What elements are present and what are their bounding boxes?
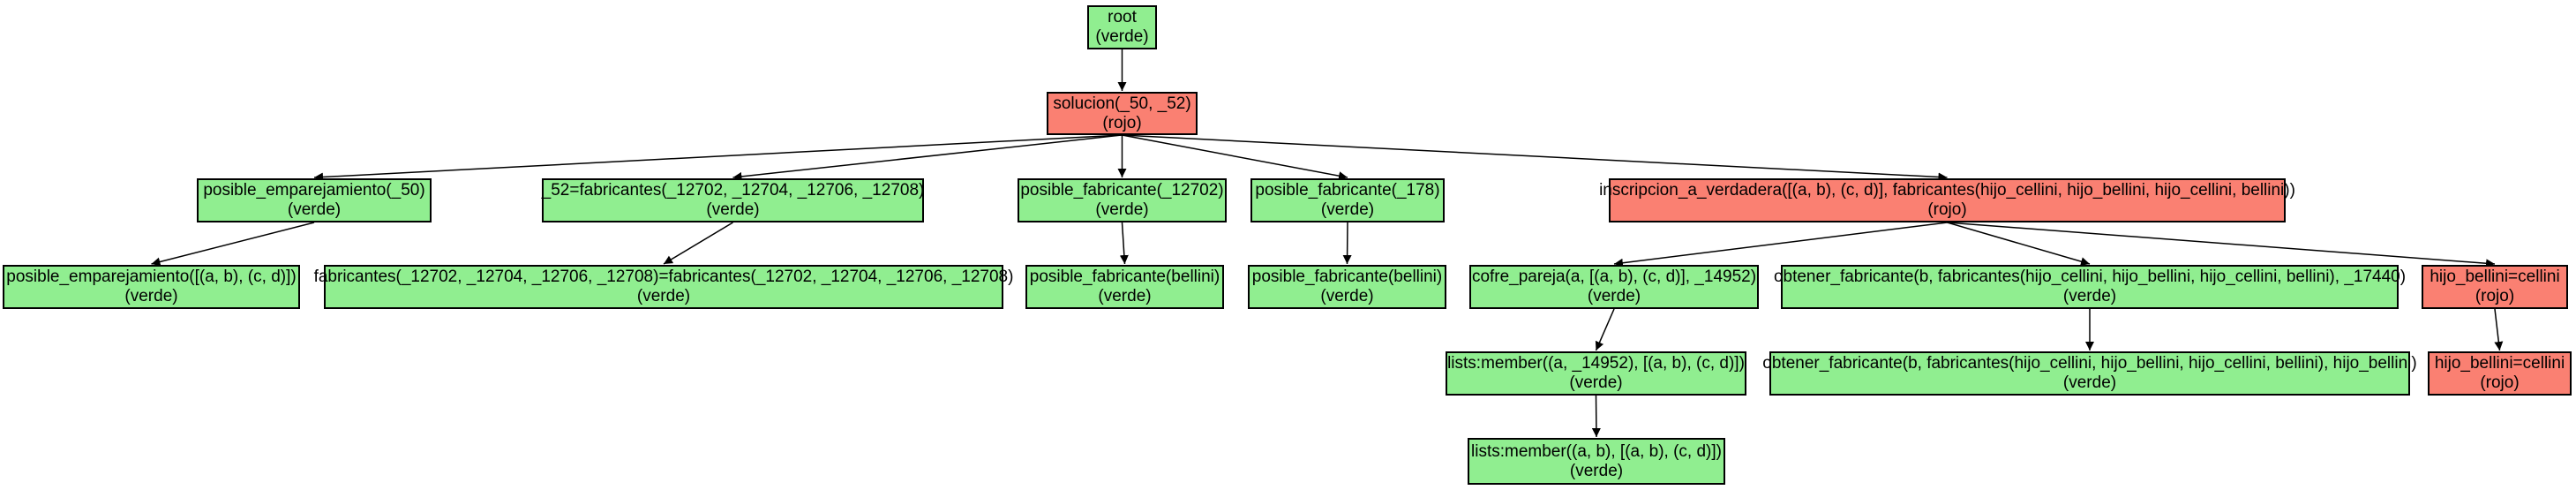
node-status: (verde) xyxy=(636,287,691,305)
node-status: (verde) xyxy=(2062,287,2117,305)
edge-inscripcion-cofre xyxy=(1613,222,1948,268)
edge-solucion-pf178 xyxy=(1122,134,1348,181)
node-status: (verde) xyxy=(287,200,342,219)
edge-solucion-inscripcion xyxy=(1122,134,1948,182)
node-status: (verde) xyxy=(1587,287,1641,305)
edge-solucion-pe50 xyxy=(313,134,1123,182)
node-label: inscripcion_a_verdadera([(a, b), (c, d)]… xyxy=(1599,181,2295,200)
node-posible-fabricante-12702: posible_fabricante(_12702) (verde) xyxy=(1018,178,1227,222)
node-label: posible_emparejamiento(_50) xyxy=(203,181,425,200)
node-fabricantes-assign: _52=fabricantes(_12702, _12704, _12706, … xyxy=(542,178,924,222)
node-status: (rojo) xyxy=(1102,113,1142,132)
node-posible-emparejamiento-list: posible_emparejamiento([(a, b), (c, d)])… xyxy=(3,265,300,309)
node-root: root (verde) xyxy=(1087,5,1157,49)
node-label: posible_fabricante(_12702) xyxy=(1020,181,1224,200)
edge-hb1-hb2 xyxy=(2494,308,2504,351)
node-label: obtener_fabricante(b, fabricantes(hijo_c… xyxy=(1773,268,2407,286)
node-inscripcion-a-verdadera: inscripcion_a_verdadera([(a, b), (c, d)]… xyxy=(1599,178,2295,222)
node-label: lists:member((a, _14952), [(a, b), (c, d… xyxy=(1447,354,1745,373)
node-label: posible_emparejamiento([(a, b), (c, d)]) xyxy=(6,268,297,286)
node-label: posible_fabricante(_178) xyxy=(1255,181,1440,200)
node-label: lists:member((a, b), [(a, b), (c, d)]) xyxy=(1471,441,1722,461)
node-status: (verde) xyxy=(1320,287,1374,305)
node-posible-fabricante-178: posible_fabricante(_178) (verde) xyxy=(1250,178,1445,222)
node-obtener-fabricante-var: obtener_fabricante(b, fabricantes(hijo_c… xyxy=(1774,265,2406,309)
edge-pe50-pe_list xyxy=(151,222,315,267)
node-status: (verde) xyxy=(706,200,760,219)
node-lists-member: lists:member((a, b), [(a, b), (c, d)]) (… xyxy=(1468,438,1725,485)
node-lists-member-var: lists:member((a, _14952), [(a, b), (c, d… xyxy=(1446,351,1746,396)
node-status: (verde) xyxy=(2062,373,2117,392)
node-hijo-bellini-cellini: hijo_bellini=cellini (rojo) xyxy=(2422,265,2568,309)
node-label: solucion(_50, _52) xyxy=(1053,94,1191,113)
node-posible-fabricante-bellini: posible_fabricante(bellini) (verde) xyxy=(1248,265,1446,309)
node-status: (verde) xyxy=(124,287,178,305)
node-label: obtener_fabricante(b, fabricantes(hijo_c… xyxy=(1762,354,2417,373)
edge-solucion-fab_eq xyxy=(732,134,1123,181)
edge-member1-member2 xyxy=(1591,395,1601,438)
node-label: fabricantes(_12702, _12704, _12706, _127… xyxy=(313,268,1014,286)
node-fabricantes-unify: fabricantes(_12702, _12704, _12706, _127… xyxy=(314,265,1013,309)
node-cofre-pareja: cofre_pareja(a, [(a, b), (c, d)], _14952… xyxy=(1469,265,1759,309)
node-posible-emparejamiento-50: posible_emparejamiento(_50) (verde) xyxy=(197,178,432,222)
edge-fab_eq-fab_unif xyxy=(663,222,733,265)
node-status: (verde) xyxy=(1095,200,1149,219)
edge-inscripcion-hb1 xyxy=(1947,222,2496,268)
node-status: (rojo) xyxy=(2475,287,2515,305)
node-label: posible_fabricante(bellini) xyxy=(1029,268,1220,286)
node-status: (rojo) xyxy=(2480,373,2520,392)
node-label: _52=fabricantes(_12702, _12704, _12706, … xyxy=(541,181,925,200)
edge-cofre-member1 xyxy=(1595,308,1615,351)
node-status: (verde) xyxy=(1098,287,1152,305)
node-status: (verde) xyxy=(1320,200,1375,219)
node-label: hijo_bellini=cellini xyxy=(2434,354,2565,373)
node-solucion: solucion(_50, _52) (rojo) xyxy=(1047,92,1198,135)
node-posible-fabricante-bellini: posible_fabricante(bellini) (verde) xyxy=(1025,265,1224,309)
node-obtener-fabricante: obtener_fabricante(b, fabricantes(hijo_c… xyxy=(1762,351,2417,396)
node-status: (rojo) xyxy=(1927,200,1967,219)
node-label: hijo_bellini=cellini xyxy=(2430,268,2560,286)
node-hijo-bellini-cellini: hijo_bellini=cellini (rojo) xyxy=(2428,351,2572,396)
node-status: (verde) xyxy=(1569,373,1623,392)
edge-pf12702-pf_bellini1 xyxy=(1119,222,1129,265)
edge-inscripcion-obtener1 xyxy=(1947,222,2091,267)
node-status: (verde) xyxy=(1095,27,1149,46)
node-label: root xyxy=(1108,8,1137,26)
node-status: (verde) xyxy=(1569,461,1624,480)
node-label: posible_fabricante(bellini) xyxy=(1251,268,1443,286)
node-label: cofre_pareja(a, [(a, b), (c, d)], _14952… xyxy=(1471,268,1757,286)
